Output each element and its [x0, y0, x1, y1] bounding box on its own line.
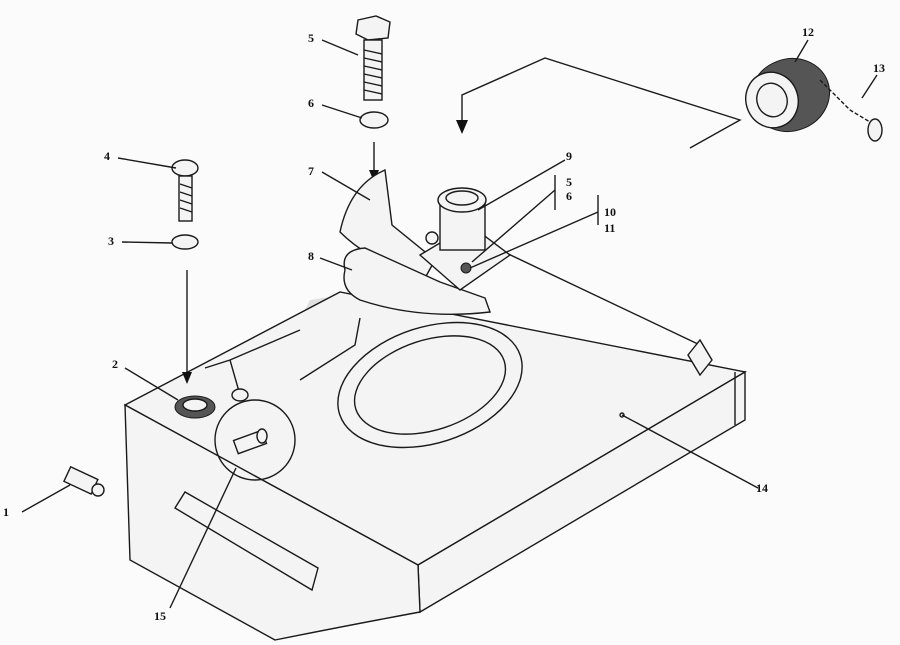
fuel-sender-assembly [339, 168, 512, 315]
callout-5-secondary: 5 [566, 175, 572, 189]
bolt-and-washer [355, 15, 391, 182]
callout-1: 1 [3, 505, 9, 519]
callout-2: 2 [112, 357, 118, 371]
callout-13: 13 [873, 61, 885, 75]
callout-5: 5 [308, 31, 314, 45]
callout-11: 11 [604, 221, 615, 235]
filler-seal [174, 388, 249, 419]
cap-chain [819, 79, 883, 142]
leader-lines [21, 39, 878, 609]
callout-10: 10 [604, 205, 616, 219]
filler-cap [745, 58, 831, 132]
callout-4: 4 [104, 149, 110, 163]
drain-fitting [63, 465, 105, 497]
callout-6: 6 [308, 96, 314, 110]
callout-9: 9 [566, 149, 572, 163]
tank-bracket-tab [687, 338, 713, 377]
callout-8: 8 [308, 249, 314, 263]
mounting-bracket [174, 491, 319, 592]
vent-pipe-detail [214, 399, 296, 481]
callout-14: 14 [756, 481, 768, 495]
tank-front-face [124, 403, 421, 641]
callout-7: 7 [308, 164, 314, 178]
callout-3: 3 [108, 234, 114, 248]
callout-12: 12 [802, 25, 814, 39]
callout-6-secondary: 6 [566, 189, 572, 203]
screw-and-washer [171, 159, 199, 384]
sender-gasket-ring [337, 321, 523, 449]
assembly-arrow [461, 57, 742, 149]
callout-15: 15 [154, 609, 166, 623]
